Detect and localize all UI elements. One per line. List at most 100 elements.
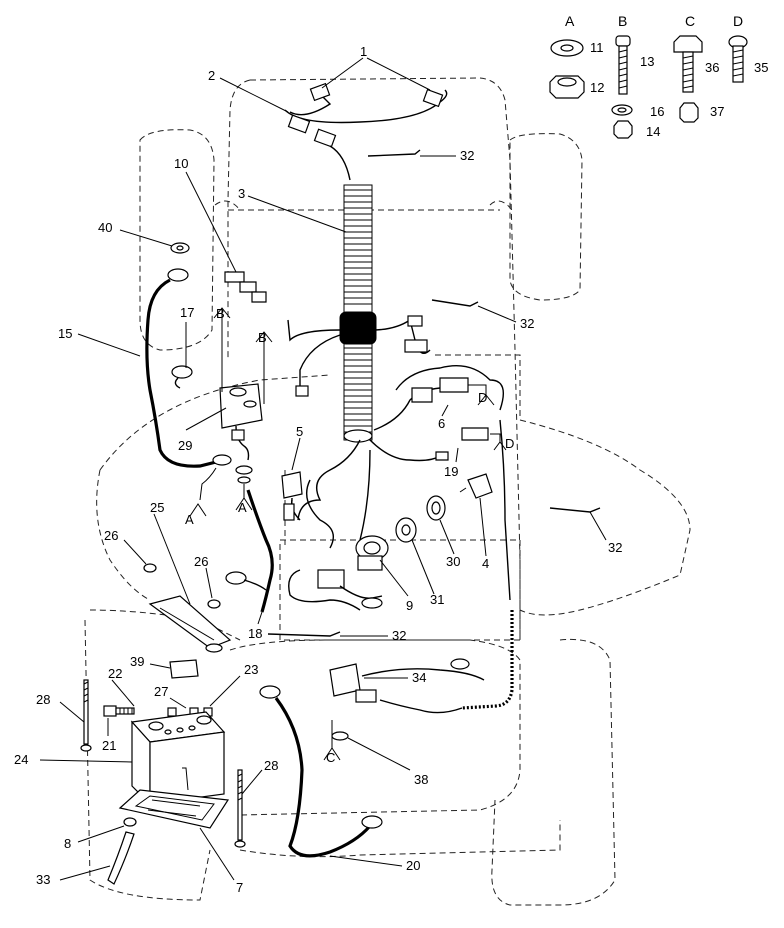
callout-2: 2 (208, 68, 215, 83)
leader-25 (153, 513, 191, 605)
leader-19 (455, 447, 459, 463)
vent-hose (107, 831, 135, 885)
callout-40: 40 (98, 220, 112, 235)
leader-15 (77, 333, 141, 357)
leader-26a (123, 539, 147, 565)
leader-3 (247, 195, 347, 233)
seat-switch (281, 471, 303, 521)
leader-7 (199, 827, 235, 881)
legend-part-35: 35 (754, 60, 768, 75)
leader-4 (479, 497, 487, 557)
leader-23 (209, 675, 241, 707)
tractor-frame-outline (84, 77, 691, 906)
battery-cable-positive (145, 268, 232, 468)
vent-fitting-icon (123, 817, 137, 827)
main-wiring-harness (287, 315, 504, 611)
terminal-bolt (103, 705, 135, 717)
leader-33 (59, 865, 111, 881)
leader-31 (411, 539, 435, 595)
switch-bezel (426, 495, 446, 521)
callout-8: 8 (64, 836, 71, 851)
leader-2 (219, 77, 289, 113)
callout-1: 1 (360, 44, 367, 59)
ref-c: C (326, 750, 335, 765)
callout-23: 23 (244, 662, 258, 677)
callout-18: 18 (248, 626, 262, 641)
legend-part-12: 12 (590, 80, 604, 95)
hex-bolt-icon (673, 35, 703, 93)
small-nut-icon (613, 120, 633, 139)
hold-down-rod-right (234, 769, 246, 848)
legend-part-36: 36 (705, 60, 719, 75)
callout-30: 30 (446, 554, 460, 569)
callout-28-b: 28 (264, 758, 278, 773)
leader-40 (119, 229, 173, 247)
legend-letter-b: B (618, 13, 627, 29)
leader-38 (347, 737, 411, 771)
terminal-cover-icon (169, 659, 199, 679)
callout-32-top: 32 (460, 148, 474, 163)
callout-25: 25 (150, 500, 164, 515)
leader-9 (379, 559, 409, 597)
leader-28a (59, 701, 85, 723)
hardware-legend: A B C D 11 12 13 16 14 36 37 (549, 13, 768, 139)
ref-a-right: A (238, 500, 247, 515)
d-arrow-upper (477, 394, 495, 406)
battery-tray (118, 789, 230, 829)
leader-1 (321, 57, 431, 91)
legend-letter-a: A (565, 13, 575, 29)
leader-26b (205, 567, 213, 599)
battery (130, 711, 226, 806)
legend-part-37: 37 (710, 104, 724, 119)
connector-group (411, 377, 489, 461)
callout-28-a: 28 (36, 692, 50, 707)
leader-28b (241, 769, 263, 795)
ref-a-left: A (185, 512, 194, 527)
machine-screw-icon (728, 35, 748, 83)
leader-39 (149, 663, 171, 669)
callout-5: 5 (296, 424, 303, 439)
starter-solenoid (171, 365, 263, 461)
pto-switch (329, 658, 485, 703)
callout-34: 34 (412, 670, 426, 685)
legend-letter-d: D (733, 13, 743, 29)
leader-10 (185, 171, 237, 273)
callout-33: 33 (36, 872, 50, 887)
ref-d-lower: D (505, 436, 514, 451)
callout-20: 20 (406, 858, 420, 873)
callout-24: 24 (14, 752, 28, 767)
leader-22 (111, 679, 135, 707)
callout-19: 19 (444, 464, 458, 479)
callout-38: 38 (414, 772, 428, 787)
cable-tie-icon-4 (549, 507, 601, 513)
callout-7: 7 (236, 880, 243, 895)
ref-b-left: B (216, 306, 225, 321)
c-arrow (323, 720, 341, 761)
ground-washer-icon (331, 731, 349, 741)
ignition-nut (395, 517, 417, 543)
legend-letter-c: C (685, 13, 695, 29)
leader-5 (291, 437, 301, 471)
relay-switch (459, 473, 493, 499)
fuse-holder (224, 271, 267, 303)
callout-32-right: 32 (608, 540, 622, 555)
callout-32-low: 32 (392, 628, 406, 643)
callout-4: 4 (482, 556, 489, 571)
cable-tie-icon-2 (431, 299, 479, 307)
legend-part-14: 14 (646, 124, 660, 139)
legend-part-13: 13 (640, 54, 654, 69)
leader-8 (77, 825, 125, 843)
legend-part-11: 11 (590, 40, 604, 55)
leader-30 (439, 519, 455, 555)
callout-6: 6 (438, 416, 445, 431)
callout-39: 39 (130, 654, 144, 669)
leader-32-mid (477, 305, 517, 323)
callout-22: 22 (108, 666, 122, 681)
legend-part-16: 16 (650, 104, 664, 119)
a-arrow-left (189, 467, 217, 517)
leader-24 (39, 759, 133, 763)
a-arrow-right (235, 484, 253, 511)
callout-21: 21 (102, 738, 116, 753)
callout-26-b: 26 (194, 554, 208, 569)
